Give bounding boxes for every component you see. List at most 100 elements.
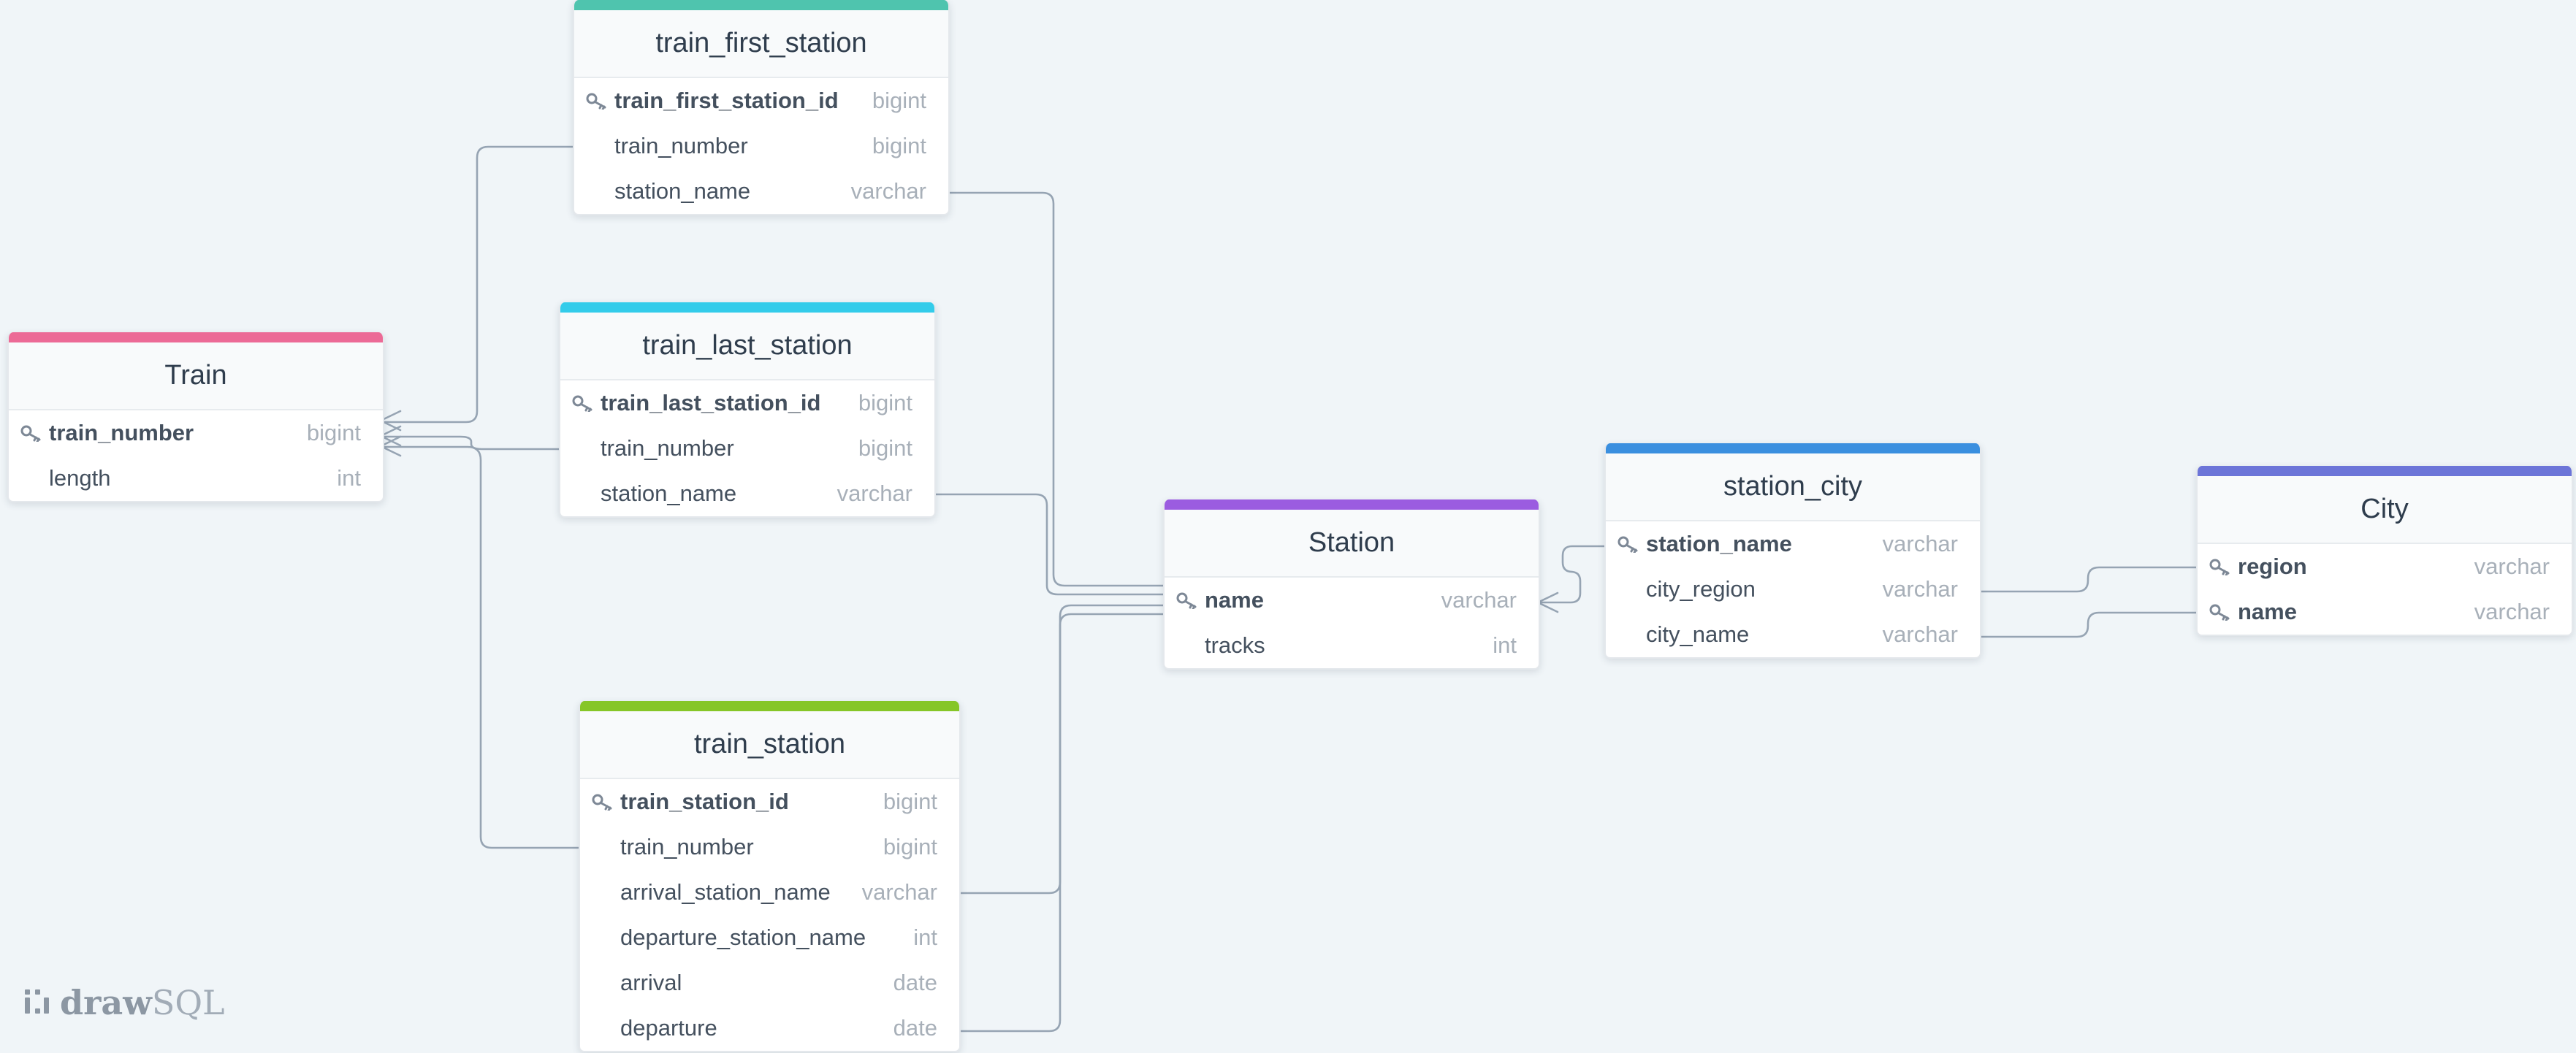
column-row[interactable]: departure_station_name int	[580, 915, 959, 960]
relation-departure-station-name	[956, 613, 1165, 1033]
column-row[interactable]: name varchar	[2198, 589, 2572, 635]
key-icon	[585, 90, 614, 112]
column-name: train_first_station_id	[614, 88, 839, 113]
logo-text-bold: draw	[60, 983, 152, 1022]
table-station[interactable]: Station name varchar tracks int	[1163, 499, 1540, 670]
column-name: train_last_station_id	[601, 390, 821, 416]
column-type: int	[337, 465, 361, 491]
column-type: bigint	[883, 834, 937, 859]
column-name: city_region	[1646, 576, 1756, 602]
key-icon	[571, 392, 601, 414]
column-type: varchar	[1882, 576, 1958, 602]
key-icon-placeholder	[571, 437, 601, 459]
key-icon	[20, 422, 49, 444]
column-row[interactable]: arrival_station_name varchar	[580, 870, 959, 915]
column-name: train_number	[614, 133, 748, 158]
column-row[interactable]: tracks int	[1165, 623, 1539, 668]
column-row[interactable]: city_name varchar	[1606, 612, 1980, 657]
column-type: varchar	[1882, 531, 1958, 556]
relation-train-last-station	[378, 435, 561, 451]
table-color-bar	[9, 332, 383, 342]
table-title[interactable]: station_city	[1606, 453, 1980, 521]
column-row[interactable]: train_station_id bigint	[580, 779, 959, 824]
column-row[interactable]: region varchar	[2198, 544, 2572, 589]
column-type: varchar	[861, 879, 937, 905]
key-icon	[2209, 601, 2238, 623]
table-color-bar	[580, 701, 959, 711]
key-icon-placeholder	[1175, 635, 1205, 656]
key-icon-placeholder	[591, 881, 620, 903]
column-type: int	[913, 924, 937, 950]
table-color-bar	[574, 0, 948, 10]
column-name: arrival_station_name	[620, 879, 831, 905]
column-type: bigint	[883, 789, 937, 814]
table-color-bar	[2198, 466, 2572, 476]
column-type: varchar	[1441, 587, 1517, 613]
column-name: name	[1205, 587, 1264, 613]
key-icon-placeholder	[20, 467, 49, 489]
key-icon-placeholder	[591, 972, 620, 994]
relation-first-station-name	[945, 191, 1165, 587]
column-row[interactable]: station_name varchar	[1606, 521, 1980, 567]
key-icon-placeholder	[585, 180, 614, 202]
key-icon	[2209, 556, 2238, 578]
column-name: train_number	[620, 834, 754, 859]
column-row[interactable]: train_first_station_id bigint	[574, 78, 948, 123]
column-type: date	[893, 970, 937, 995]
column-row[interactable]: city_region varchar	[1606, 567, 1980, 612]
table-title[interactable]: Station	[1165, 510, 1539, 578]
column-type: int	[1493, 632, 1517, 658]
table-title[interactable]: City	[2198, 476, 2572, 544]
column-row[interactable]: departure date	[580, 1006, 959, 1051]
table-title[interactable]: train_last_station	[560, 313, 934, 380]
column-name: station_name	[1646, 531, 1792, 556]
column-type: varchar	[2474, 599, 2550, 624]
relation-train-station	[378, 445, 580, 849]
column-type: date	[893, 1015, 937, 1041]
table-city[interactable]: City region varchar name varchar	[2196, 466, 2573, 636]
column-name: tracks	[1205, 632, 1265, 658]
column-row[interactable]: arrival date	[580, 960, 959, 1006]
relation-last-station-name	[930, 493, 1165, 596]
column-name: arrival	[620, 970, 682, 995]
column-row[interactable]: name varchar	[1165, 578, 1539, 623]
column-name: departure	[620, 1015, 717, 1041]
column-name: region	[2238, 554, 2307, 579]
column-row[interactable]: train_number bigint	[560, 426, 934, 471]
table-color-bar	[1606, 443, 1980, 453]
table-title[interactable]: train_station	[580, 711, 959, 779]
column-type: varchar	[1882, 621, 1958, 647]
column-name: train_number	[49, 420, 194, 445]
key-icon	[1175, 589, 1205, 611]
column-type: varchar	[2474, 554, 2550, 579]
table-title[interactable]: train_first_station	[574, 10, 948, 78]
key-icon-placeholder	[591, 927, 620, 949]
column-name: station_name	[614, 178, 751, 204]
table-title[interactable]: Train	[9, 342, 383, 410]
column-name: train_station_id	[620, 789, 789, 814]
column-type: bigint	[872, 133, 926, 158]
column-name: city_name	[1646, 621, 1750, 647]
column-row[interactable]: train_number bigint	[580, 824, 959, 870]
column-type: bigint	[872, 88, 926, 113]
column-name: departure_station_name	[620, 924, 866, 950]
column-type: bigint	[858, 435, 912, 461]
column-name: train_number	[601, 435, 734, 461]
column-name: name	[2238, 599, 2297, 624]
key-icon-placeholder	[585, 135, 614, 157]
relation-city-region	[1975, 566, 2198, 593]
key-icon-placeholder	[1617, 578, 1646, 600]
column-row[interactable]: train_number bigint	[574, 123, 948, 169]
